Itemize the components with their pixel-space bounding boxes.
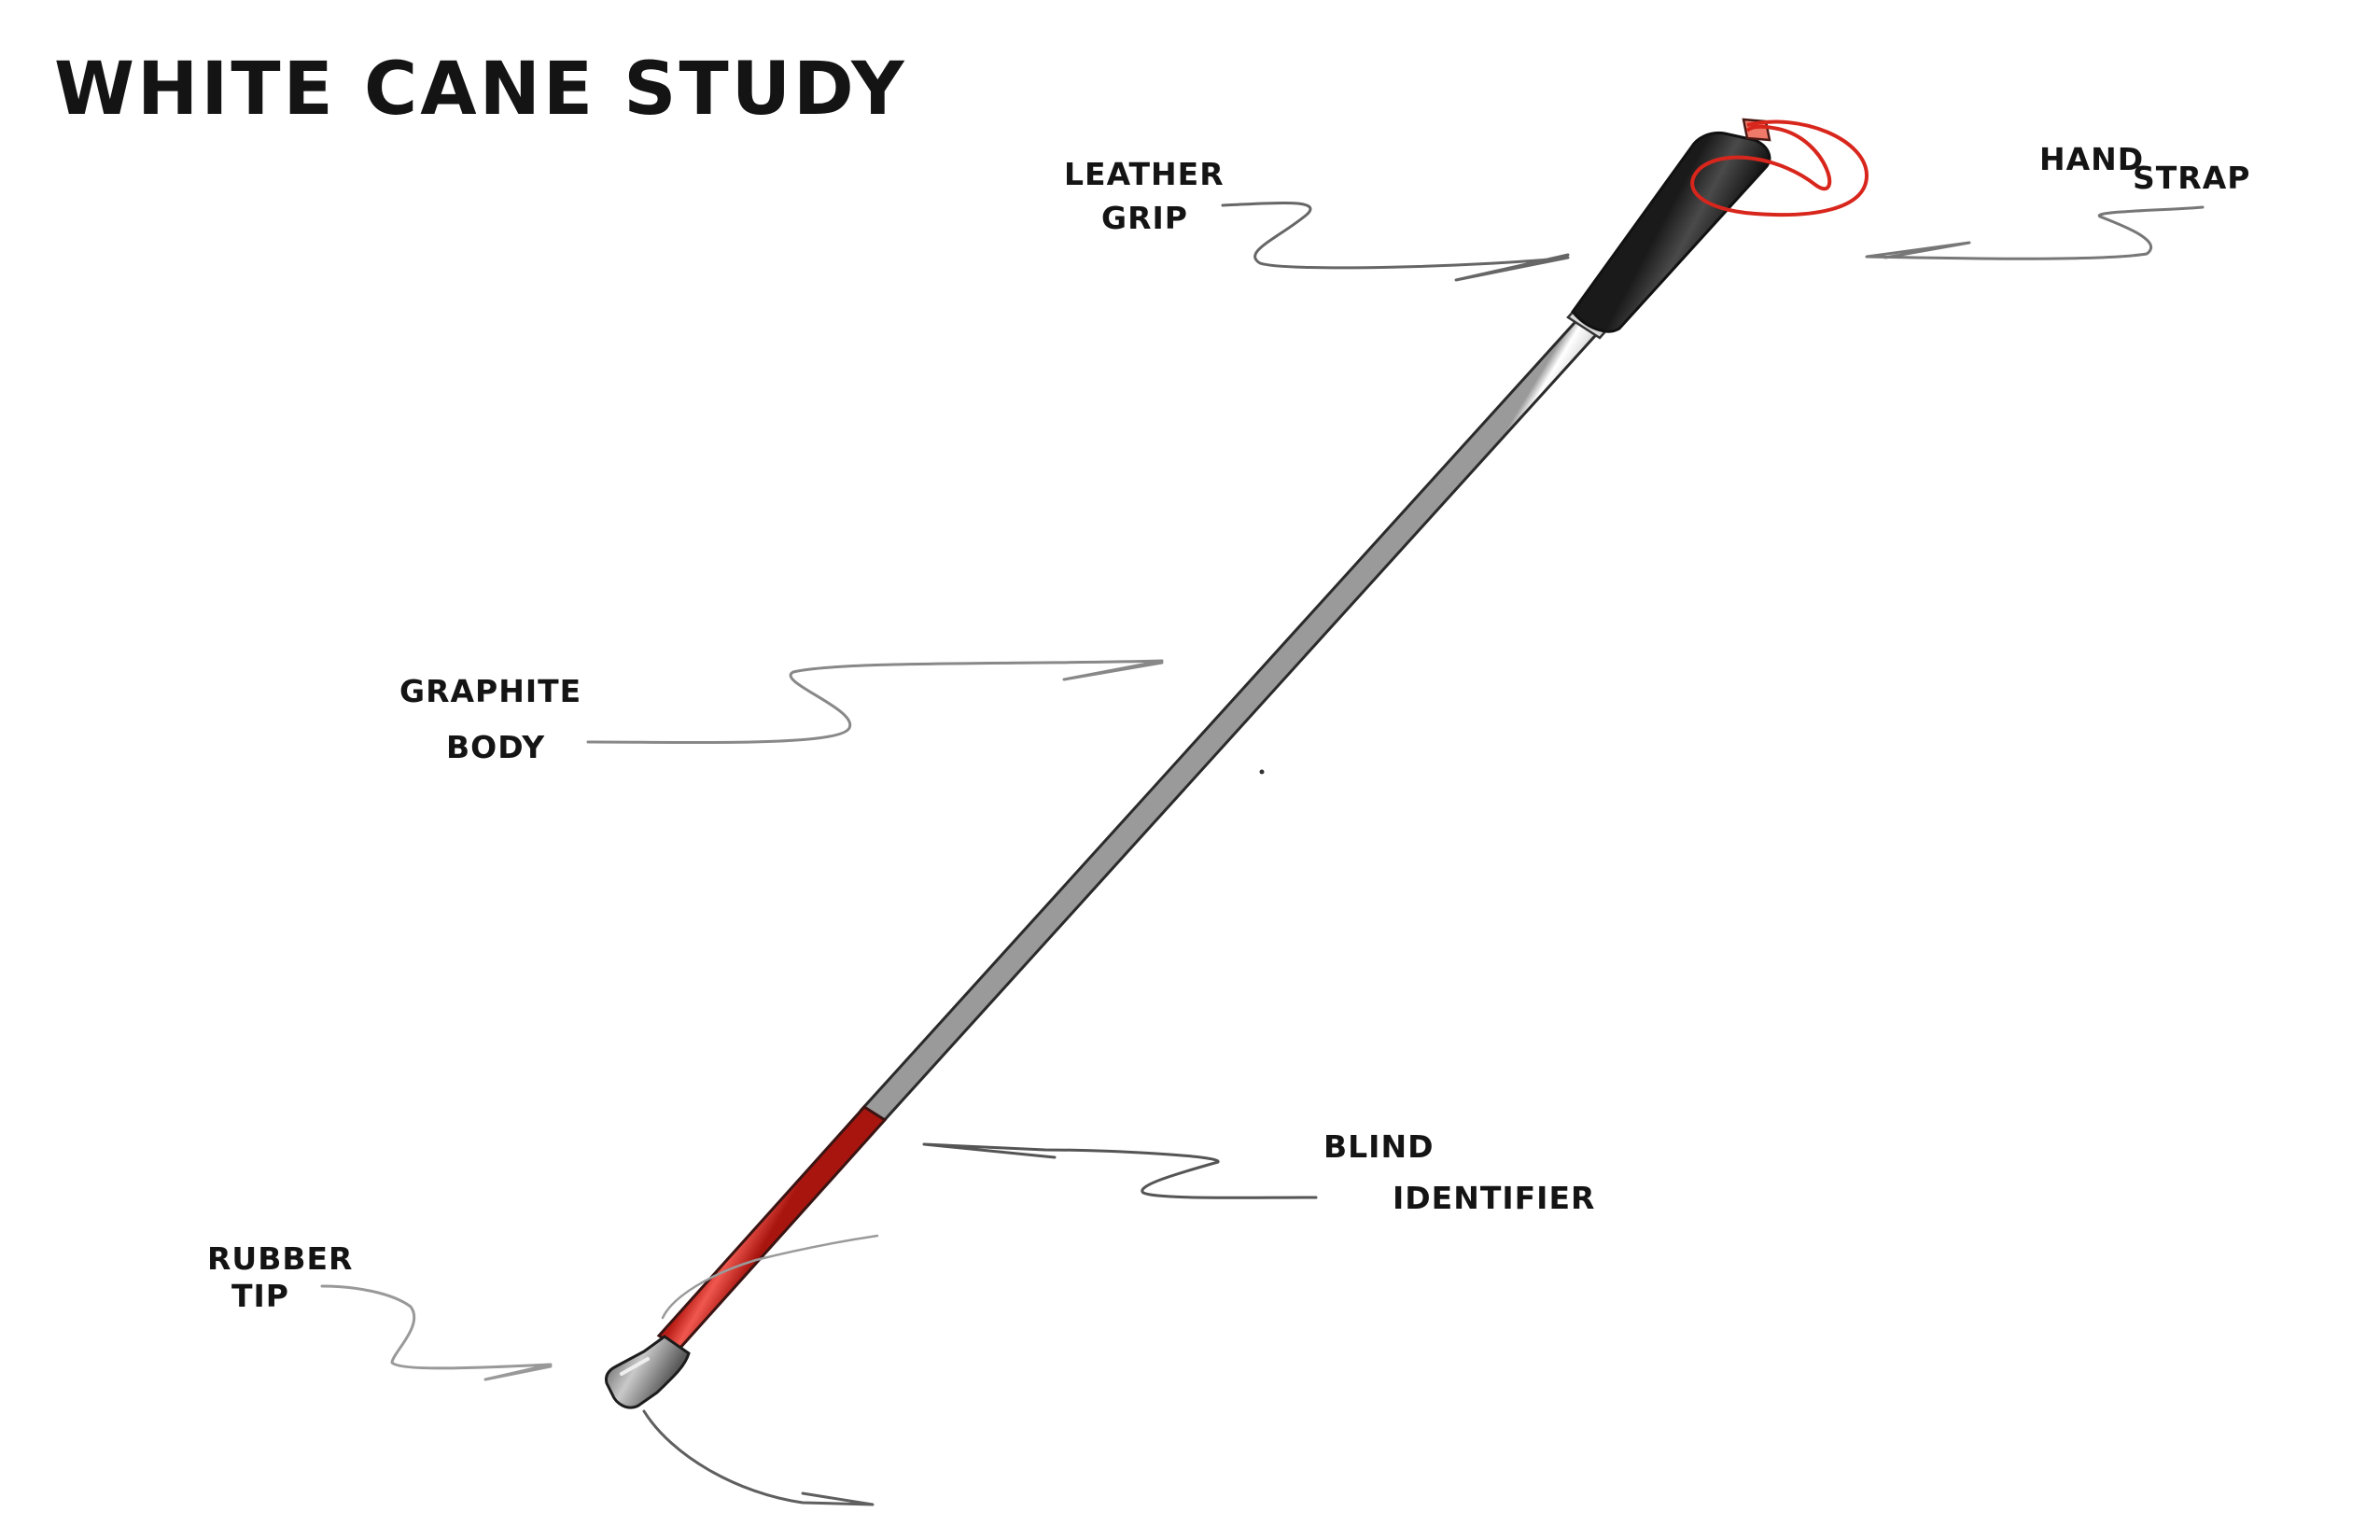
blind-identifier-leader [922, 1142, 1318, 1199]
leather-grip-label-line2: Grip [1101, 200, 1188, 236]
graphite-body-label-line1: Graphite [399, 673, 581, 709]
rubber-tip-label-line2: Tip [231, 1278, 289, 1314]
label-graphite-body: Graphite Body [399, 673, 581, 765]
blind-identifier-label-line2: Identifier [1393, 1180, 1595, 1216]
hand-strap-leader [1865, 205, 2205, 260]
rubber-tip-leader [320, 1284, 553, 1381]
tip-highlight [620, 1357, 650, 1376]
leader-lines [320, 201, 2205, 1506]
label-leather-grip: Leather Grip [1064, 156, 1225, 236]
blind-identifier-wisp [661, 1234, 879, 1320]
leather-grip [1571, 131, 1771, 333]
graphite-body-label-line2: Body [446, 729, 545, 765]
rubber-tip-label-line1: Rubber [207, 1240, 353, 1277]
hand-strap-label-line1: Hand [2039, 141, 2144, 177]
page-title: White Cane Study [54, 48, 907, 132]
graphite-body-leader [586, 659, 1164, 745]
label-blind-identifier: Blind Identifier [1323, 1128, 1595, 1216]
rubber-tip [605, 1335, 691, 1409]
stray-dot [1259, 769, 1265, 775]
graphite-body-shaft [859, 313, 1605, 1125]
hand-strap-loop [1690, 119, 1869, 217]
leather-grip-label-line1: Leather [1064, 156, 1225, 192]
blind-identifier-label-line1: Blind [1323, 1128, 1434, 1165]
leather-grip-leader [1221, 201, 1570, 282]
label-rubber-tip: Rubber Tip [207, 1240, 353, 1314]
white-cane [605, 118, 1771, 1409]
blind-identifier-band [656, 1105, 888, 1351]
hand-strap [1690, 119, 1869, 217]
hand-strap-label-line2: Strap [2133, 160, 2250, 196]
tip-shadow-swoosh [642, 1409, 875, 1506]
label-hand-strap: Hand Strap [2039, 141, 2250, 196]
